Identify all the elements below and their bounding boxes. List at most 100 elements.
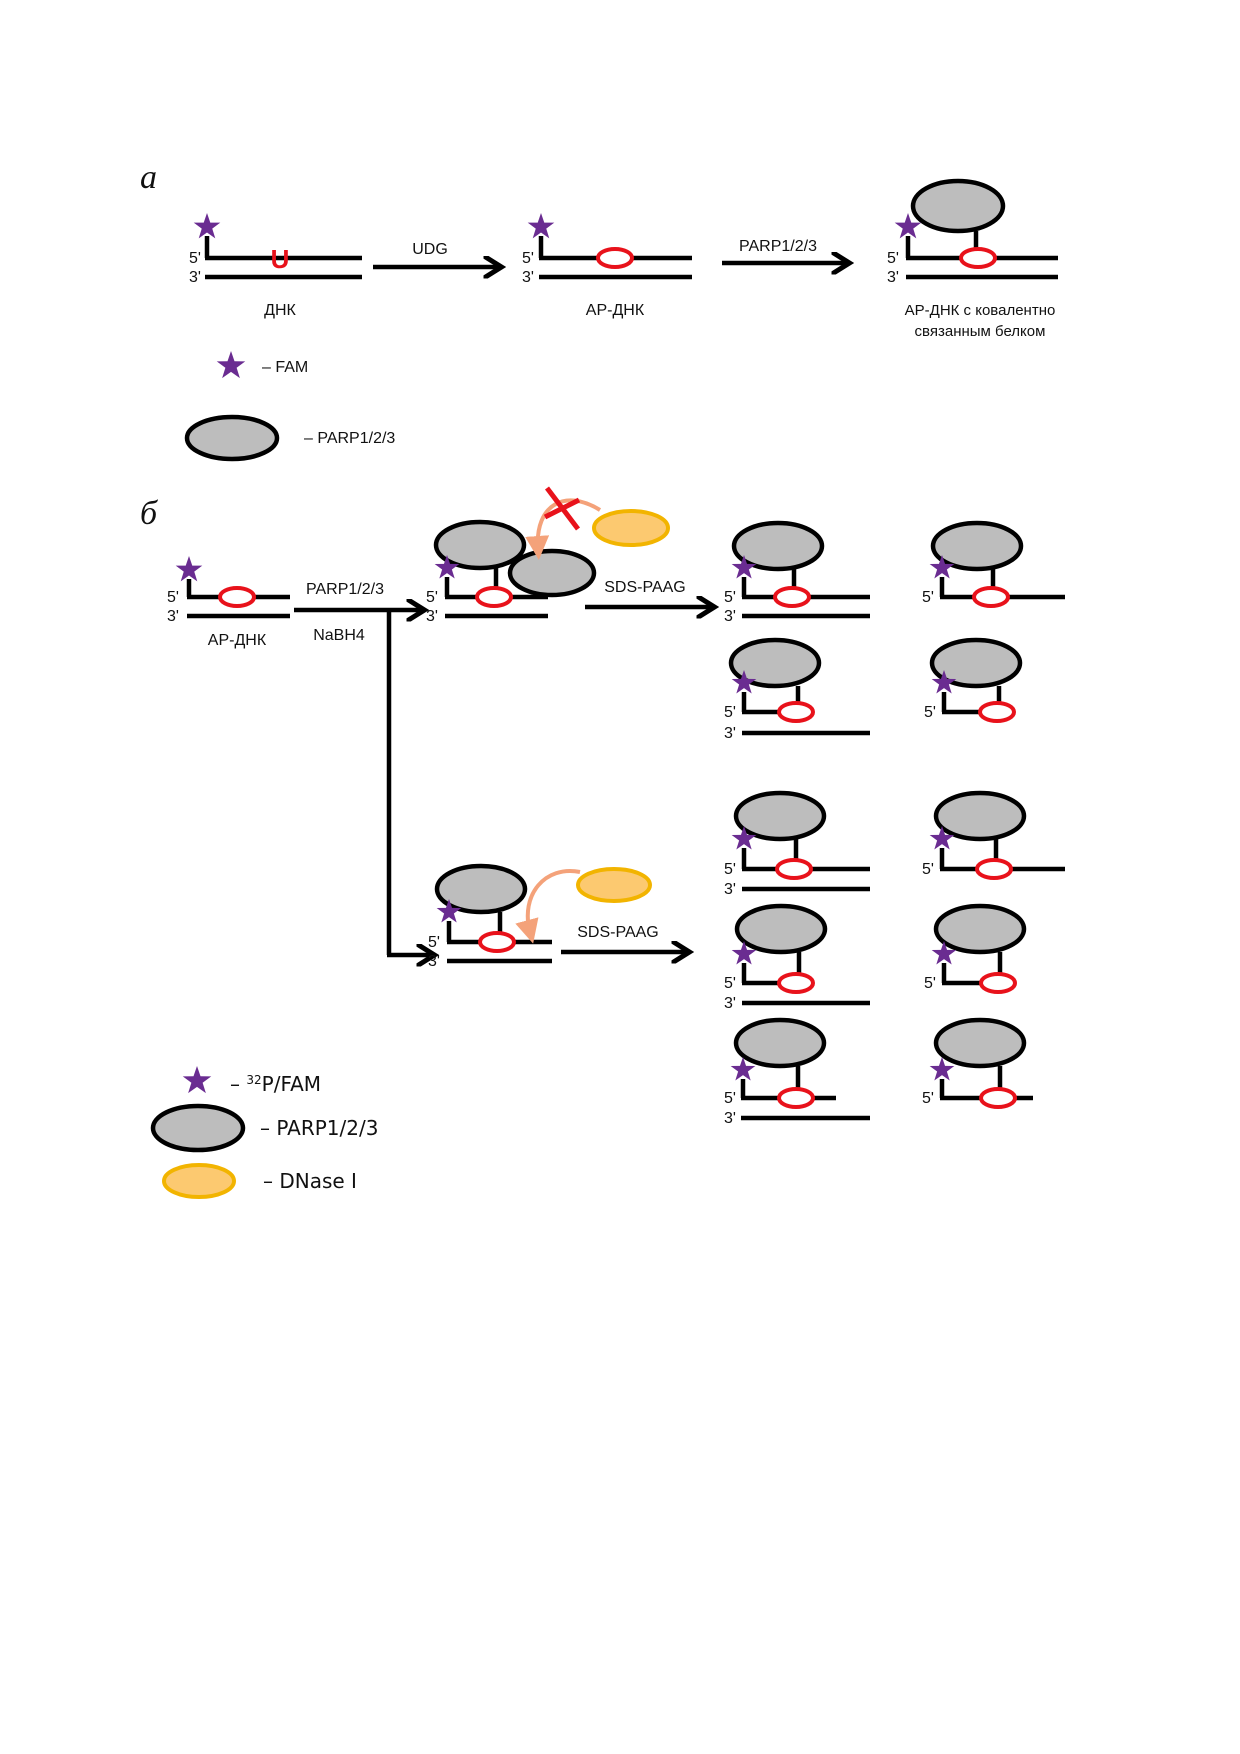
ap-site-icon — [775, 858, 813, 880]
b-top-product-4: 5' — [924, 637, 1023, 723]
end-5-label: 5' — [924, 704, 936, 721]
b-ap-dna: 5' 3' АР-ДНК — [167, 556, 290, 649]
caption-dna: ДНК — [264, 302, 296, 319]
end-5-label: 5' — [724, 704, 736, 721]
caption-ap-dna: АР-ДНК — [586, 302, 645, 319]
legend-a: – FAM – PARP1/2/3 — [184, 351, 395, 462]
substrate-dna: 5' 3' U ДНК — [189, 213, 362, 319]
ap-site-icon — [978, 701, 1016, 723]
end-5-label: 5' — [426, 589, 438, 606]
sds-label-bottom: SDS-PAAG — [577, 924, 659, 941]
end-5-label: 5' — [428, 934, 440, 951]
parp-protein-icon — [434, 863, 528, 915]
step-parp-label: PARP1/2/3 — [739, 238, 817, 255]
parp-protein-icon — [728, 637, 822, 689]
step-parp-label: PARP1/2/3 — [306, 581, 384, 598]
b-top-product-1: 5' 3' — [724, 520, 870, 625]
sds-label-top: SDS-PAAG — [604, 579, 686, 596]
ap-dna-protein-complex: 5' 3' АР-ДНК с ковалентно связанным белк… — [887, 178, 1058, 340]
legend-32p-fam-label: – 32P/FAM — [230, 1072, 321, 1096]
b-bottom-product-3: 5' 3' — [724, 903, 870, 1012]
fam-star-icon — [175, 556, 203, 582]
end-5-label: 5' — [922, 1090, 934, 1107]
legend-dnase-label: – DNase I — [263, 1169, 357, 1193]
end-3-label: 3' — [724, 1110, 736, 1127]
ap-site-icon — [777, 701, 815, 723]
end-3-label: 3' — [724, 995, 736, 1012]
b-top-product-2: 5' — [922, 520, 1065, 608]
uracil-label: U — [271, 244, 290, 274]
ap-site-icon — [475, 586, 513, 608]
parp-protein-icon — [930, 520, 1024, 572]
end-3-label: 3' — [522, 269, 534, 286]
parp-protein-icon — [933, 1017, 1027, 1069]
end-3-label: 3' — [887, 269, 899, 286]
ap-site-icon — [975, 858, 1013, 880]
legend-b: – 32P/FAM – PARP1/2/3 – DNase I — [150, 1066, 378, 1199]
parp-protein-icon — [731, 520, 825, 572]
end-3-label: 3' — [724, 608, 736, 625]
parp-protein-icon — [150, 1103, 246, 1153]
ap-site-icon — [773, 586, 811, 608]
b-top-product-3: 5' 3' — [724, 637, 870, 742]
end-5-label: 5' — [924, 975, 936, 992]
end-5-label: 5' — [922, 861, 934, 878]
end-5-label: 5' — [724, 1090, 736, 1107]
parp-protein-icon — [433, 519, 527, 571]
parp-protein-icon — [910, 178, 1006, 234]
dnase-icon — [576, 867, 652, 903]
end-3-label: 3' — [189, 269, 201, 286]
b-bottom-product-1: 5' 3' — [724, 790, 870, 898]
parp-protein-icon — [933, 903, 1027, 955]
end-3-label: 3' — [426, 608, 438, 625]
end-3-label: 3' — [724, 725, 736, 742]
ap-site-icon — [979, 1087, 1017, 1109]
fam-star-icon — [182, 1066, 212, 1094]
end-3-label: 3' — [167, 608, 179, 625]
ap-site-icon — [959, 247, 997, 269]
block-cross-icon — [543, 497, 581, 520]
parp-protein-icon — [734, 903, 828, 955]
dnase-icon — [592, 509, 670, 547]
ap-site-icon — [972, 586, 1010, 608]
end-5-label: 5' — [724, 589, 736, 606]
dnase-attack-arrow — [515, 868, 581, 944]
b-bottom-product-5: 5' 3' — [724, 1017, 870, 1127]
ap-site-icon — [478, 931, 516, 953]
parp-protein-icon — [507, 548, 597, 598]
b-bottom-product-6: 5' — [922, 1017, 1033, 1109]
panel-b-label: б — [140, 495, 159, 532]
ap-dna: 5' 3' АР-ДНК — [522, 213, 692, 319]
ap-site-icon — [218, 586, 256, 608]
parp-protein-icon — [929, 637, 1023, 689]
b-bottom-product-2: 5' — [922, 790, 1065, 880]
parp-protein-icon — [933, 790, 1027, 842]
legend-fam-label: – FAM — [262, 359, 308, 376]
end-5-label: 5' — [724, 975, 736, 992]
end-5-label: 5' — [887, 250, 899, 267]
caption-covalent-line2: связанным белком — [915, 323, 1046, 340]
end-5-label: 5' — [724, 861, 736, 878]
caption-covalent-line1: АР-ДНК с ковалентно — [905, 302, 1056, 319]
b-bottom-complex: 5' 3' — [428, 863, 652, 970]
b-top-complex: 5' 3' — [426, 486, 670, 625]
end-5-label: 5' — [167, 589, 179, 606]
ap-site-icon — [979, 972, 1017, 994]
ap-site-icon — [777, 972, 815, 994]
end-5-label: 5' — [922, 589, 934, 606]
step-udg-label: UDG — [412, 241, 448, 258]
dnase-icon — [162, 1163, 236, 1199]
end-3-label: 3' — [724, 881, 736, 898]
ap-site-icon — [777, 1087, 815, 1109]
fam-star-icon — [193, 213, 221, 239]
parp-protein-icon — [733, 1017, 827, 1069]
end-5-label: 5' — [189, 250, 201, 267]
end-5-label: 5' — [522, 250, 534, 267]
parp-protein-icon — [733, 790, 827, 842]
ap-site-icon — [596, 247, 634, 269]
step-nabh4-label: NaBH4 — [313, 627, 365, 644]
panel-a-label: а — [140, 159, 157, 196]
fam-star-icon — [216, 351, 246, 379]
dnase-attack-arrow — [525, 498, 602, 560]
